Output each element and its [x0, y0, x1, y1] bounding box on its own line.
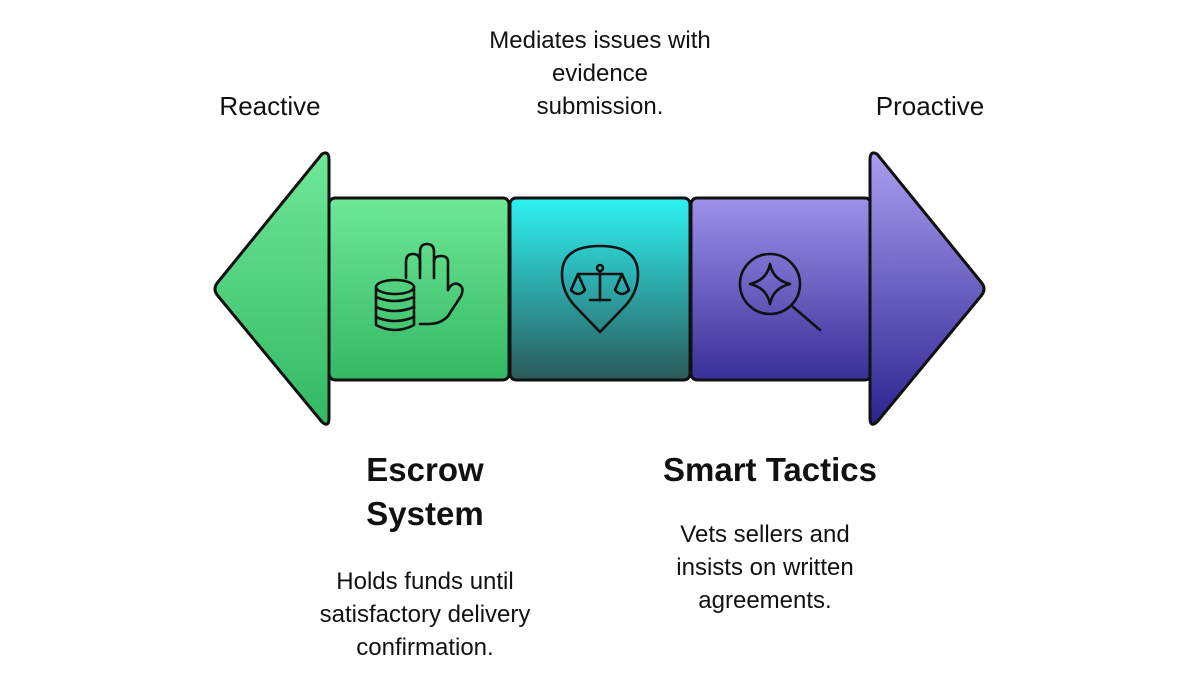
- balance-scale-pin-icon: [560, 244, 640, 334]
- magnify-sparkle-icon: [738, 252, 822, 332]
- escrow-system-description: Holds funds until satisfactory delivery …: [319, 568, 531, 661]
- right-arrow-head: [868, 151, 986, 426]
- smart-tactics-description: Vets sellers and insists on written agre…: [676, 521, 854, 614]
- mediation-description: Mediates issues with evidence submission…: [489, 27, 711, 120]
- hand-coins-icon: [374, 242, 464, 332]
- smart-tactics-title: Smart Tactics: [663, 451, 877, 488]
- reactive-label: Reactive: [219, 91, 321, 121]
- escrow-system-title: Escrow System: [366, 451, 484, 532]
- left-arrow-head: [213, 151, 331, 426]
- proactive-label: Proactive: [875, 91, 985, 121]
- escrow-segment: [327, 196, 511, 382]
